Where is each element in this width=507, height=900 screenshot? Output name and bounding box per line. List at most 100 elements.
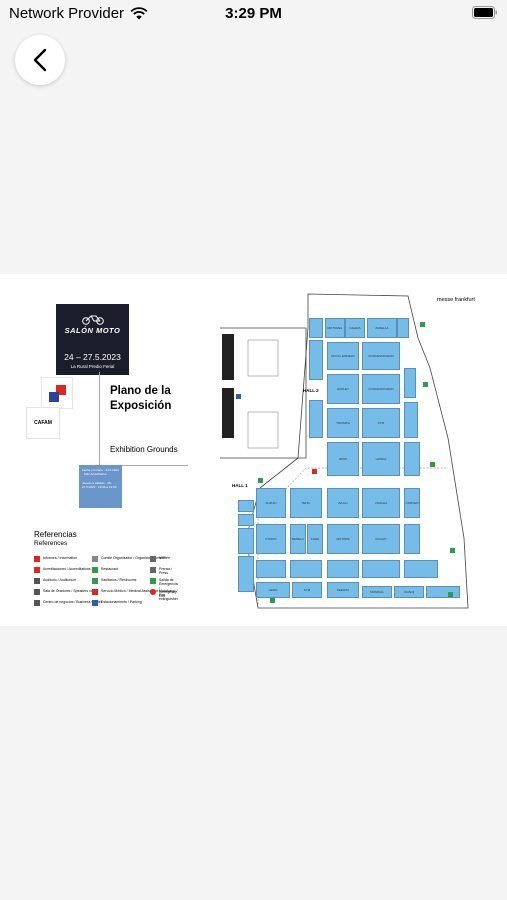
legend-item: Auditorio / Auditorium [34, 578, 76, 584]
legend-item: Estacionamiento / Parking [92, 600, 142, 606]
stand[interactable] [238, 500, 254, 512]
stand[interactable] [362, 560, 400, 578]
stand[interactable]: BETA [290, 488, 322, 518]
business-icon [34, 600, 40, 606]
stand[interactable]: KYMCO [256, 524, 286, 554]
stand[interactable]: BENELLI [290, 524, 306, 554]
stand[interactable] [290, 560, 322, 578]
info-icon [34, 556, 40, 562]
event-brand: SALÓN MOTO [64, 326, 121, 335]
stand[interactable]: CONCESIONARIO [362, 374, 400, 404]
stand[interactable] [238, 556, 254, 592]
legend-item: Sala de Oradores / Speakers room [34, 589, 97, 595]
chevron-left-icon [33, 48, 47, 72]
legend-item: Salida de Emergencia / Emergency Exit [150, 578, 178, 598]
map-title: Plano de la Exposición [110, 385, 172, 412]
event-dates: 24 – 27.5.2023 [64, 352, 121, 362]
committee-icon [92, 556, 98, 562]
stand[interactable] [238, 514, 254, 526]
status-bar: Network Provider 3:29 PM [0, 0, 507, 28]
stand[interactable] [404, 402, 418, 438]
map-title-box: Plano de la Exposición Exhibition Ground… [99, 372, 188, 466]
stand[interactable]: HONDA [362, 442, 400, 476]
stand[interactable]: GILERA [345, 318, 365, 338]
stand[interactable]: ROYAL ENFIELD [327, 342, 359, 370]
stand[interactable]: MONDIAL [362, 586, 392, 598]
stand[interactable]: MOTOMEL [325, 318, 345, 338]
restroom-icon [92, 578, 98, 584]
press-icon [150, 567, 156, 573]
stand[interactable] [404, 560, 438, 578]
exit-sign-icon [450, 548, 455, 553]
exit-sign-icon [430, 462, 435, 467]
parking-icon [92, 600, 98, 606]
legend-item: Servicio Médico / Medical Assistance [92, 589, 158, 595]
stand[interactable]: DUCATI [362, 524, 400, 554]
speakers-icon [34, 589, 40, 595]
back-button[interactable] [15, 35, 65, 85]
event-logo: SALÓN MOTO 24 – 27.5.2023 La Rural Predi… [56, 304, 129, 375]
motorcycle-icon [82, 315, 104, 325]
stand[interactable]: YAMAHA [362, 488, 400, 518]
stand[interactable]: BAJAJ [327, 488, 359, 518]
stand[interactable]: OKINOI [394, 586, 424, 598]
stand[interactable]: KTM [362, 408, 400, 438]
stand[interactable]: MOTORS [327, 524, 359, 554]
parking-icon [236, 394, 241, 399]
exit-sign-icon [448, 592, 453, 597]
stand[interactable] [404, 368, 416, 398]
exit-sign-icon [258, 478, 263, 483]
stand[interactable]: TRIUMPH [327, 408, 359, 438]
info-box: Fecha y horario · 24.5.2023 · Sólo Acred… [79, 465, 122, 508]
stand[interactable] [309, 400, 323, 438]
stand[interactable]: BMW [327, 442, 359, 476]
stand[interactable]: CORVEN [404, 488, 420, 518]
info-point-icon [312, 469, 317, 474]
stand[interactable]: SYM [292, 582, 322, 598]
wifi-icon [130, 7, 148, 20]
legend-item: Prensa / Press [150, 567, 174, 575]
legend-item: Matafuego / Fire extinguisher [150, 589, 178, 601]
stand[interactable]: HARLEY [327, 374, 359, 404]
legend-item: Centro de negocios / Business Center [34, 600, 102, 606]
stand[interactable] [397, 318, 409, 338]
stand[interactable]: CONCESIONARIO [362, 342, 400, 370]
medical-icon [92, 589, 98, 595]
extinguisher-icon [150, 589, 156, 595]
legend: Informes / Information Acreditaciones / … [34, 556, 178, 616]
legend-item: Acreditaciones / Accreditations [34, 567, 91, 573]
legend-item: Restaurant [92, 567, 118, 573]
stand[interactable] [238, 528, 254, 554]
stand[interactable]: KEEWAY [327, 582, 359, 598]
legend-item: Informes / Information [34, 556, 77, 562]
clock: 3:29 PM [225, 5, 282, 22]
stand[interactable] [404, 442, 420, 476]
carrier-label: Network Provider [9, 5, 125, 22]
legend-item: Sanitarios / Restrooms [92, 578, 136, 584]
hall-2-label: HALL 2 [303, 388, 319, 393]
exit-sign-icon [420, 322, 425, 327]
event-venue: La Rural Predio Ferial [70, 364, 115, 369]
stand[interactable] [404, 524, 420, 554]
stand[interactable] [256, 560, 286, 578]
vip-icon [150, 556, 156, 562]
stand[interactable] [309, 318, 323, 338]
stand[interactable]: KAWA [307, 524, 323, 554]
map-subtitle: Exhibition Grounds [110, 445, 178, 454]
stand[interactable]: HERO [256, 582, 290, 598]
stand[interactable] [426, 586, 460, 598]
exit-sign-icon [270, 598, 275, 603]
accreditation-icon [34, 567, 40, 573]
restaurant-icon [92, 567, 98, 573]
exit-sign-icon [423, 382, 428, 387]
auditorium-icon [34, 578, 40, 584]
stand[interactable]: ZANELLA [367, 318, 397, 338]
stand[interactable] [309, 340, 323, 380]
stand[interactable]: SUZUKI [256, 488, 286, 518]
references-title: Referencias [34, 530, 77, 539]
legend-item: VIP [150, 556, 165, 562]
partner-logo-mark [41, 377, 73, 409]
stand[interactable] [327, 560, 359, 578]
info-line-1: Fecha y horario · 24.5.2023 · Sólo Acred… [82, 468, 119, 476]
organizer-logo: messe frankfurt [437, 297, 475, 303]
